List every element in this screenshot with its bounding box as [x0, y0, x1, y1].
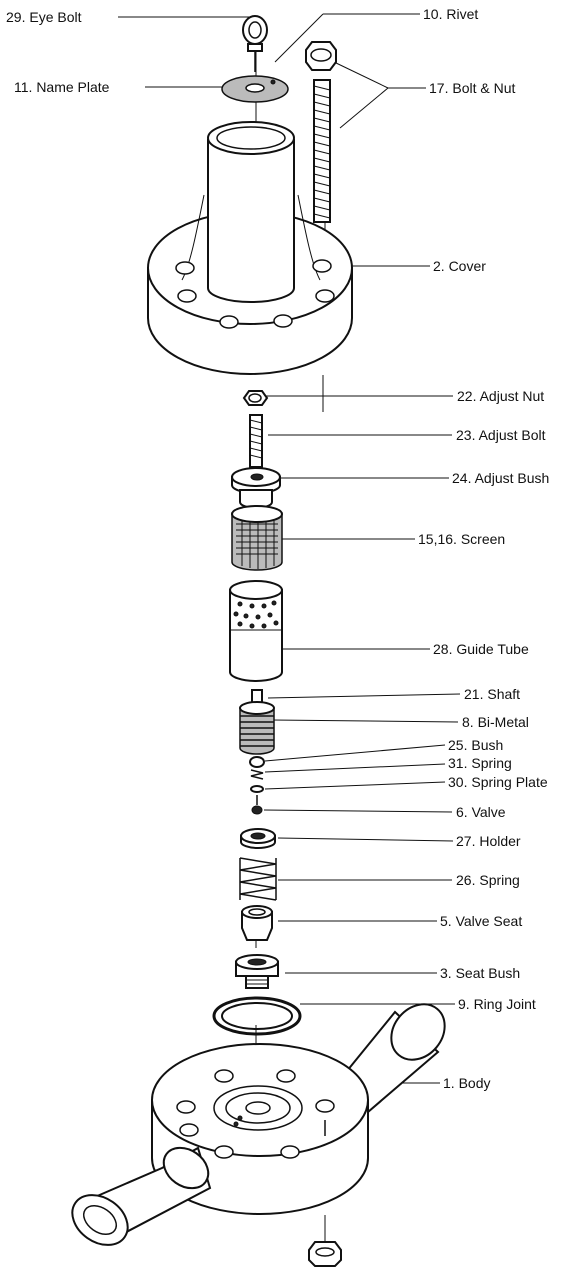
leader-lines — [118, 13, 461, 1084]
bottom-nut-part — [308, 1241, 342, 1267]
label-valve: 6. Valve — [456, 804, 506, 820]
name-plate-part — [221, 75, 289, 103]
spring-plate-part — [250, 785, 264, 793]
seat-bush-part — [235, 954, 279, 989]
label-seat-bush: 3. Seat Bush — [440, 965, 520, 981]
guide-tube-part — [229, 580, 283, 682]
label-spring-26: 26. Spring — [456, 872, 520, 888]
label-rivet: 10. Rivet — [423, 6, 478, 22]
part-labels: 29. Eye Bolt 10. Rivet 11. Name Plate 17… — [6, 6, 549, 1091]
label-adjust-bush: 24. Adjust Bush — [452, 470, 549, 486]
label-valve-seat: 5. Valve Seat — [440, 913, 522, 929]
valve-seat-part — [241, 905, 273, 941]
label-guide-tube: 28. Guide Tube — [433, 641, 529, 657]
adjust-nut-part — [242, 390, 269, 406]
screen-part — [231, 505, 283, 571]
label-bush: 25. Bush — [448, 737, 503, 753]
holder-part — [240, 828, 276, 849]
valve-part — [251, 795, 263, 815]
small-spring-part — [250, 769, 264, 780]
spring-part — [239, 857, 277, 901]
label-bolt-nut: 17. Bolt & Nut — [429, 80, 515, 96]
body-part — [71, 1003, 446, 1246]
label-adjust-nut: 22. Adjust Nut — [457, 388, 544, 404]
label-bi-metal: 8. Bi-Metal — [462, 714, 529, 730]
eye-bolt-part — [242, 15, 268, 72]
label-adjust-bolt: 23. Adjust Bolt — [456, 427, 546, 443]
label-screen: 15,16. Screen — [418, 531, 505, 547]
label-ring-joint: 9. Ring Joint — [458, 996, 536, 1012]
label-eye-bolt: 29. Eye Bolt — [6, 9, 82, 25]
label-body: 1. Body — [443, 1075, 490, 1091]
bush-part — [249, 756, 265, 768]
adjust-bolt-part — [249, 414, 263, 468]
label-cover: 2. Cover — [433, 258, 486, 274]
label-holder: 27. Holder — [456, 833, 521, 849]
label-spring-plate: 30. Spring Plate — [448, 774, 548, 790]
label-name-plate: 11. Name Plate — [14, 79, 110, 95]
label-spring-31: 31. Spring — [448, 755, 512, 771]
ring-joint-part — [212, 996, 302, 1036]
cover-part — [147, 121, 353, 375]
bolt-and-nut-part — [305, 41, 337, 223]
label-shaft: 21. Shaft — [464, 686, 520, 702]
adjust-bush-part — [231, 467, 281, 509]
bi-metal-part — [239, 701, 275, 755]
